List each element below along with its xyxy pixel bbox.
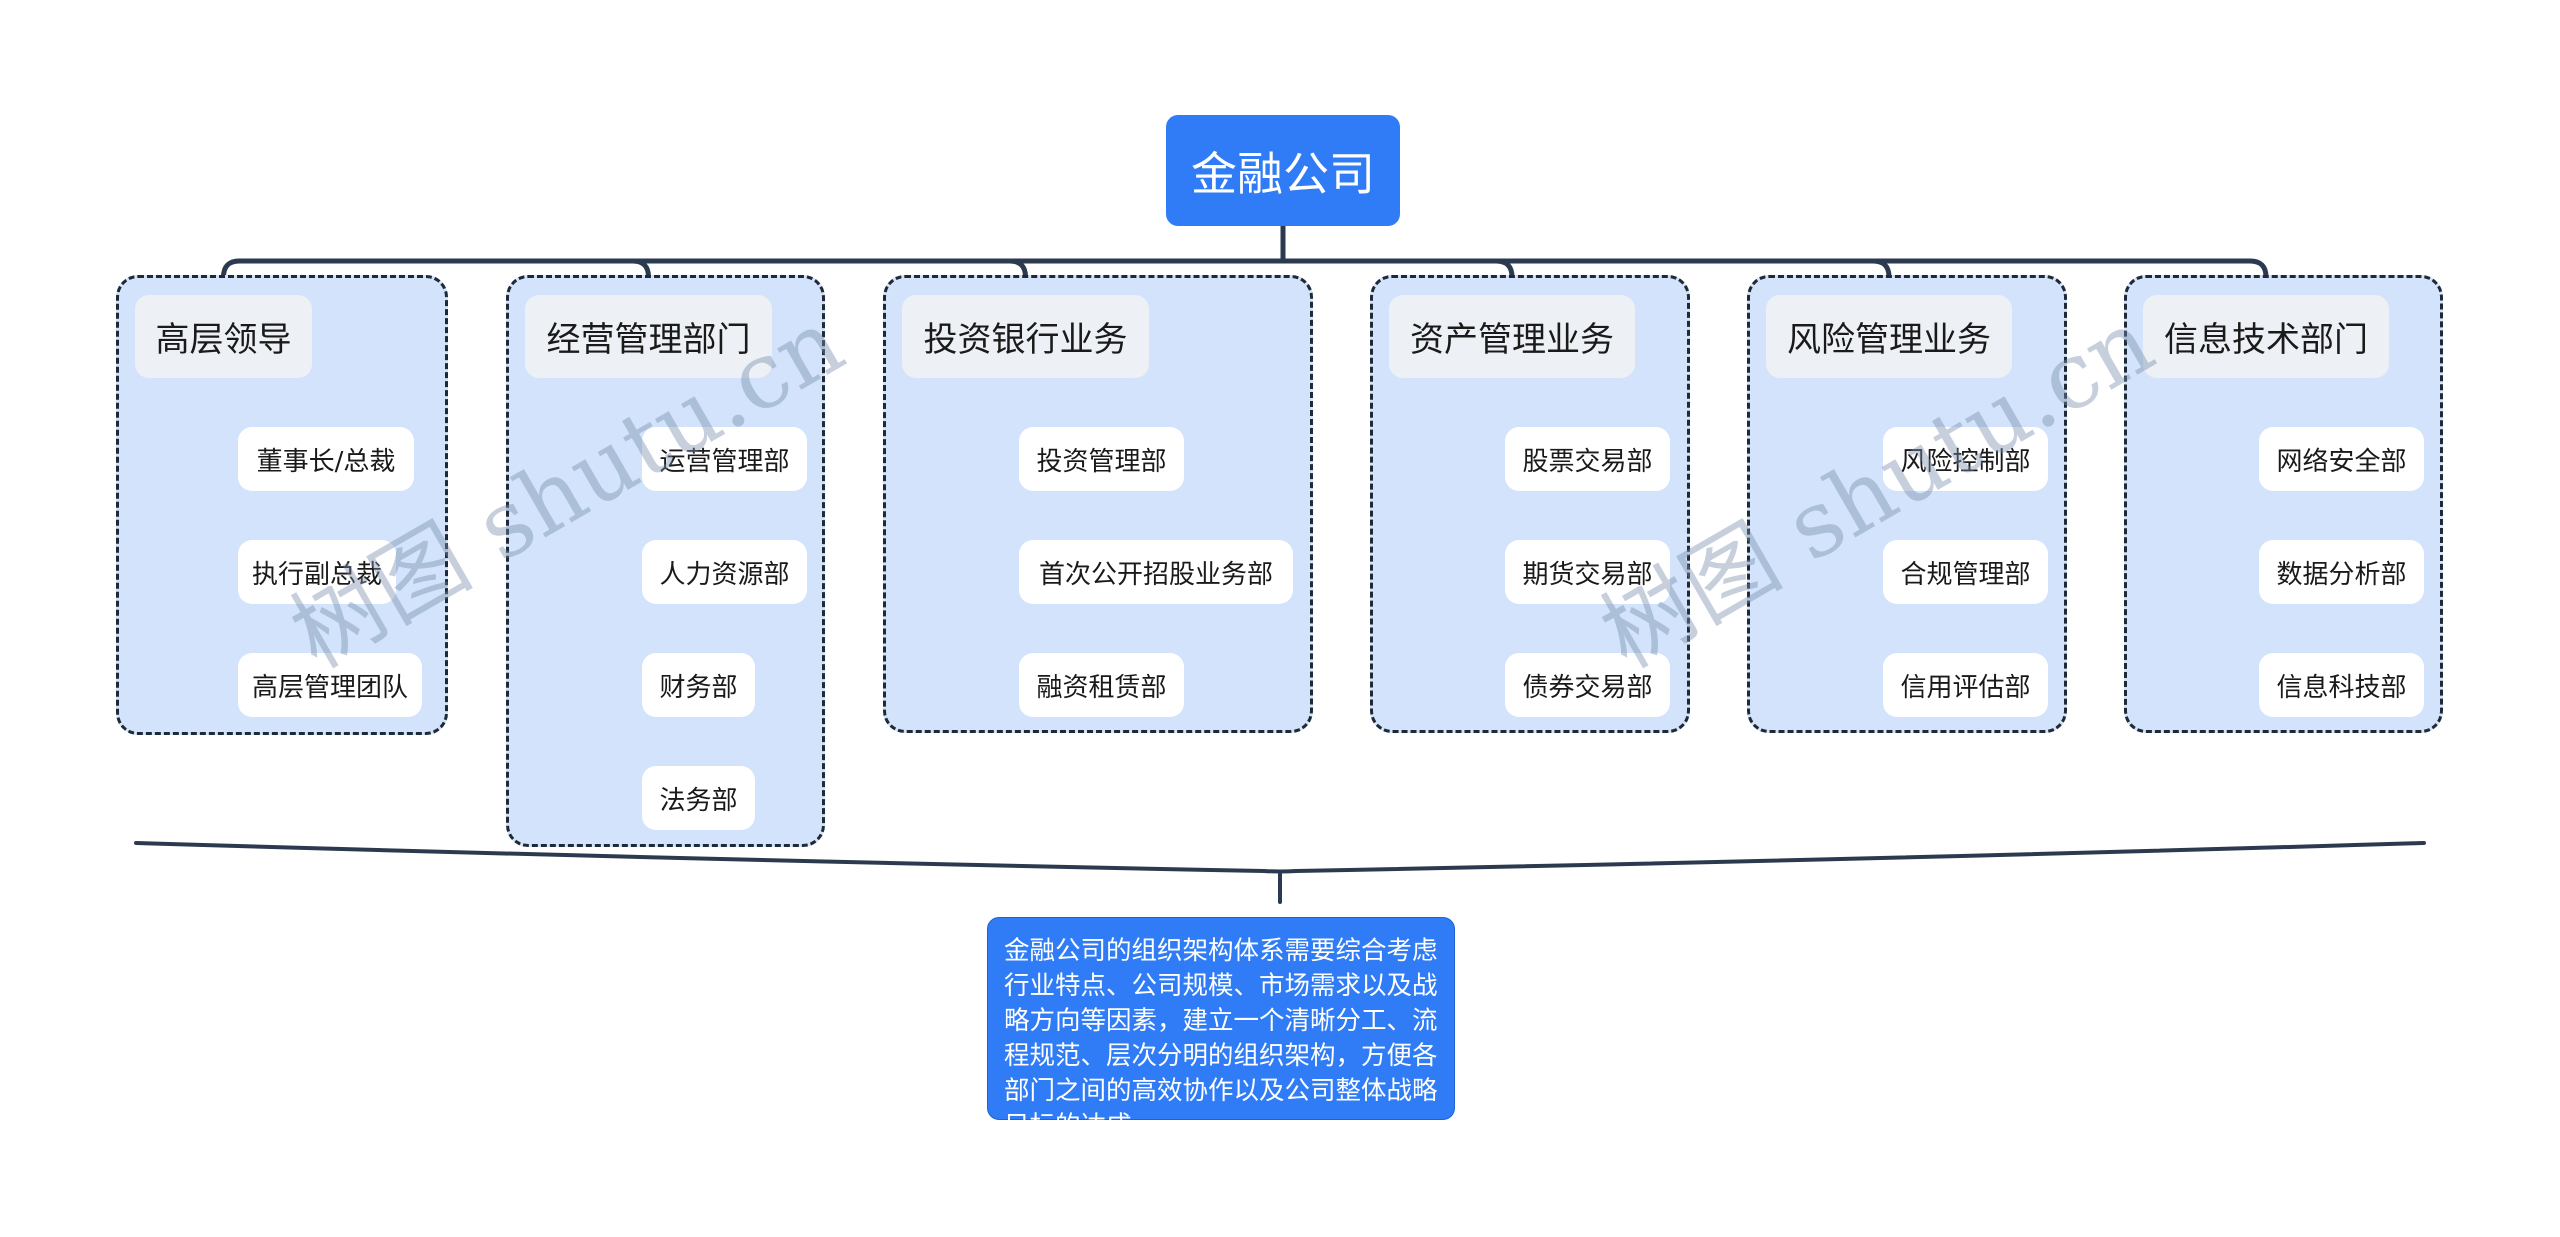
child-node-label: 法务部: [659, 785, 738, 816]
child-node[interactable]: 执行副总裁: [238, 540, 397, 604]
child-node[interactable]: 数据分析部: [2259, 540, 2424, 604]
child-node[interactable]: 债券交易部: [1505, 653, 1670, 717]
child-node-label: 数据分析部: [2276, 559, 2407, 590]
child-node-label: 信息科技部: [2276, 672, 2407, 703]
summary-brace-line: [134, 841, 2426, 874]
summary-text: 金融公司的组织架构体系需要综合考虑行业特点、公司规模、市场需求以及战略方向等因素…: [1004, 936, 1438, 1141]
child-node-label: 期货交易部: [1522, 559, 1653, 590]
group-header-node[interactable]: 风险管理业务: [1766, 295, 2012, 378]
group-header-label: 经营管理部门: [546, 320, 751, 360]
group-header-label: 风险管理业务: [1787, 320, 1991, 360]
summary-node[interactable]: 金融公司的组织架构体系需要综合考虑行业特点、公司规模、市场需求以及战略方向等因素…: [987, 917, 1455, 1141]
group-header-node[interactable]: 资产管理业务: [1389, 295, 1635, 378]
child-node-label: 运营管理部: [659, 446, 790, 477]
child-node[interactable]: 董事长/总裁: [238, 427, 414, 491]
child-node-label: 融资租赁部: [1036, 672, 1167, 703]
child-node[interactable]: 财务部: [642, 653, 755, 717]
group-header-node[interactable]: 信息技术部门: [2143, 295, 2389, 378]
child-node[interactable]: 风险控制部: [1883, 427, 2048, 491]
group-header-label: 高层领导: [155, 320, 292, 360]
group-header-label: 资产管理业务: [1410, 320, 1614, 360]
child-node-label: 首次公开招股业务部: [1038, 559, 1273, 590]
child-node-label: 风险控制部: [1900, 446, 2031, 477]
group-header-label: 信息技术部门: [2164, 320, 2368, 360]
child-node[interactable]: 运营管理部: [642, 427, 807, 491]
child-node-label: 合规管理部: [1900, 559, 2031, 590]
child-node[interactable]: 网络安全部: [2259, 427, 2424, 491]
root-node[interactable]: 金融公司: [1166, 115, 1400, 226]
child-node-label: 投资管理部: [1036, 446, 1167, 477]
child-node-label: 股票交易部: [1522, 446, 1653, 477]
child-node-label: 财务部: [659, 672, 738, 703]
child-node-label: 董事长/总裁: [256, 446, 396, 477]
child-node[interactable]: 融资租赁部: [1019, 653, 1184, 717]
child-node[interactable]: 信息科技部: [2259, 653, 2424, 717]
child-node[interactable]: 股票交易部: [1505, 427, 1670, 491]
child-node[interactable]: 期货交易部: [1505, 540, 1670, 604]
child-node-label: 网络安全部: [2276, 446, 2407, 477]
child-node-label: 人力资源部: [659, 559, 790, 590]
child-node[interactable]: 首次公开招股业务部: [1019, 540, 1293, 604]
child-node-label: 信用评估部: [1900, 672, 2031, 703]
group-header-node[interactable]: 高层领导: [135, 295, 312, 378]
child-node[interactable]: 高层管理团队: [238, 653, 423, 717]
group-header-node[interactable]: 投资银行业务: [902, 295, 1149, 378]
group-header-label: 投资银行业务: [923, 320, 1128, 360]
root-node-label: 金融公司: [1191, 146, 1375, 201]
child-node[interactable]: 合规管理部: [1883, 540, 2048, 604]
group-header-node[interactable]: 经营管理部门: [525, 295, 772, 378]
child-node[interactable]: 人力资源部: [642, 540, 807, 604]
child-node[interactable]: 信用评估部: [1883, 653, 2048, 717]
child-node-label: 高层管理团队: [252, 672, 409, 703]
child-node[interactable]: 法务部: [642, 766, 755, 830]
child-node-label: 债券交易部: [1522, 672, 1653, 703]
child-node-label: 执行副总裁: [252, 559, 383, 590]
child-node[interactable]: 投资管理部: [1019, 427, 1184, 491]
